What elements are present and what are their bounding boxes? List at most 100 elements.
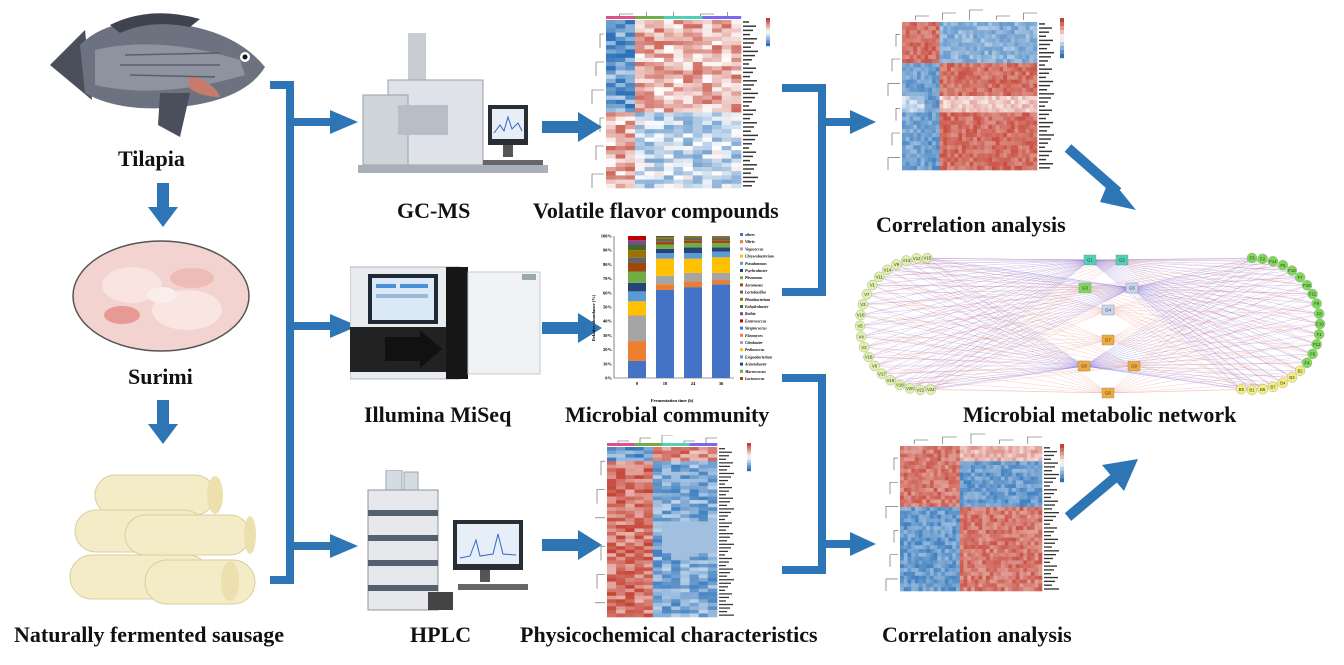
bar-segment	[712, 237, 730, 241]
network-node-label: V7	[864, 292, 870, 297]
network-node-label: G1	[1087, 258, 1093, 263]
network-node	[1077, 360, 1091, 372]
network-node-label: V16	[865, 355, 873, 360]
legend-entry: others	[745, 233, 755, 237]
network-node	[901, 255, 912, 266]
network-node	[857, 299, 869, 310]
legend-entry: Macrococcus	[744, 370, 766, 374]
network-node-label: F5	[1280, 263, 1286, 268]
x-tick-label: 36	[719, 381, 724, 386]
network-node	[863, 351, 874, 363]
network-node	[854, 320, 866, 332]
network-node-label: F15	[1303, 283, 1311, 288]
bar-segment	[628, 250, 646, 258]
bar-segment	[628, 291, 646, 302]
legend-entry: Citrobacter	[745, 341, 763, 345]
network-node-label: B6	[1260, 387, 1266, 392]
network-node-label: V11	[876, 274, 884, 279]
y-tick-label: 10%	[603, 361, 613, 366]
network-node-label: G9	[1131, 364, 1137, 369]
corr-top-color-scale	[1060, 18, 1064, 59]
correlation-bottom-label: Correlation analysis	[882, 622, 1072, 647]
network-node-label: V9	[894, 262, 900, 267]
bar-segment	[628, 282, 646, 292]
bracket-top-right	[782, 80, 878, 305]
volatile-group-bar	[606, 16, 742, 19]
bar-chart-y-ticks: 100%90%80%70%60%50%40%30%20%10%0%	[601, 234, 613, 381]
microbial-bar-chart: Relative abundance (%) Fermentation time…	[590, 228, 790, 406]
bar-segment	[628, 315, 646, 342]
network-node-label: F8	[1317, 311, 1323, 316]
network-node-label: V22	[927, 387, 935, 392]
y-tick-label: 60%	[603, 290, 613, 295]
bar-segment	[656, 241, 674, 245]
gcms-instrument-image	[358, 25, 553, 190]
network-node-label: V14	[884, 267, 892, 272]
network-node-label: F10	[1316, 322, 1324, 327]
network-node	[1277, 377, 1289, 389]
network-node	[1301, 280, 1313, 291]
bar-segment	[712, 280, 730, 285]
network-node	[867, 279, 878, 291]
legend-entry: Exiguobacterium	[744, 355, 772, 359]
hplc-instrument-image	[358, 470, 543, 615]
y-tick-label: 70%	[603, 276, 613, 281]
gcms-label: GC-MS	[397, 198, 471, 223]
bar-segment	[712, 236, 730, 238]
legend-entry: Aeromonas	[744, 283, 763, 287]
network-node-label: F14	[1269, 259, 1277, 264]
y-tick-label: 90%	[603, 248, 613, 253]
network-node-label: B2	[1297, 368, 1303, 373]
y-tick-label: 30%	[603, 333, 613, 338]
network-node-label: V5	[857, 323, 863, 328]
bar-segment	[628, 244, 646, 251]
bar-segment	[656, 237, 674, 239]
bar-segment	[712, 240, 730, 244]
y-tick-label: 20%	[603, 347, 613, 352]
bar-segment	[656, 253, 674, 259]
network-node	[915, 384, 926, 396]
network-node	[876, 368, 888, 379]
legend-entry: Pseudomonas	[745, 262, 767, 266]
network-node	[1246, 252, 1258, 264]
network-node-label: B4	[1280, 380, 1286, 385]
bar-segment	[712, 284, 730, 378]
network-edges	[859, 257, 1321, 394]
x-tick-label: 24	[691, 381, 696, 386]
bar-segment	[656, 258, 674, 276]
hplc-label: HPLC	[410, 622, 472, 647]
bar-segment	[712, 251, 730, 258]
network-node-label: V15	[923, 256, 931, 261]
bar-chart-bars	[628, 236, 730, 378]
bar-segment	[656, 244, 674, 249]
bar-segment	[684, 253, 702, 259]
y-tick-label: 50%	[603, 305, 613, 310]
network-node	[869, 360, 880, 372]
network-node	[1314, 318, 1326, 330]
bar-segment	[628, 236, 646, 241]
sausage-image	[65, 455, 257, 615]
network-node-label: V10	[857, 313, 865, 318]
network-node	[1101, 304, 1115, 316]
x-tick-label: 0	[636, 381, 639, 386]
network-node	[885, 374, 896, 386]
network-node-label: G5	[1129, 286, 1135, 291]
tilapia-label: Tilapia	[118, 146, 185, 171]
illumina-instrument-image	[350, 262, 542, 384]
bar-segment	[656, 248, 674, 254]
network-node	[1101, 387, 1115, 399]
arrow-down-2	[148, 400, 178, 445]
arrow-hplc-to-physicochemical	[542, 530, 604, 560]
network-node	[1307, 288, 1318, 300]
network-node	[1083, 254, 1097, 266]
network-node-label: F12	[1313, 342, 1321, 347]
bar-segment	[656, 236, 674, 238]
network-node-label: V2	[861, 345, 867, 350]
network-node	[1125, 282, 1139, 294]
network-node-label: G4	[1105, 308, 1111, 313]
network-node	[921, 252, 933, 264]
corr-bottom-cells	[900, 446, 1043, 592]
network-node	[1301, 357, 1313, 368]
network-node	[1286, 265, 1298, 276]
